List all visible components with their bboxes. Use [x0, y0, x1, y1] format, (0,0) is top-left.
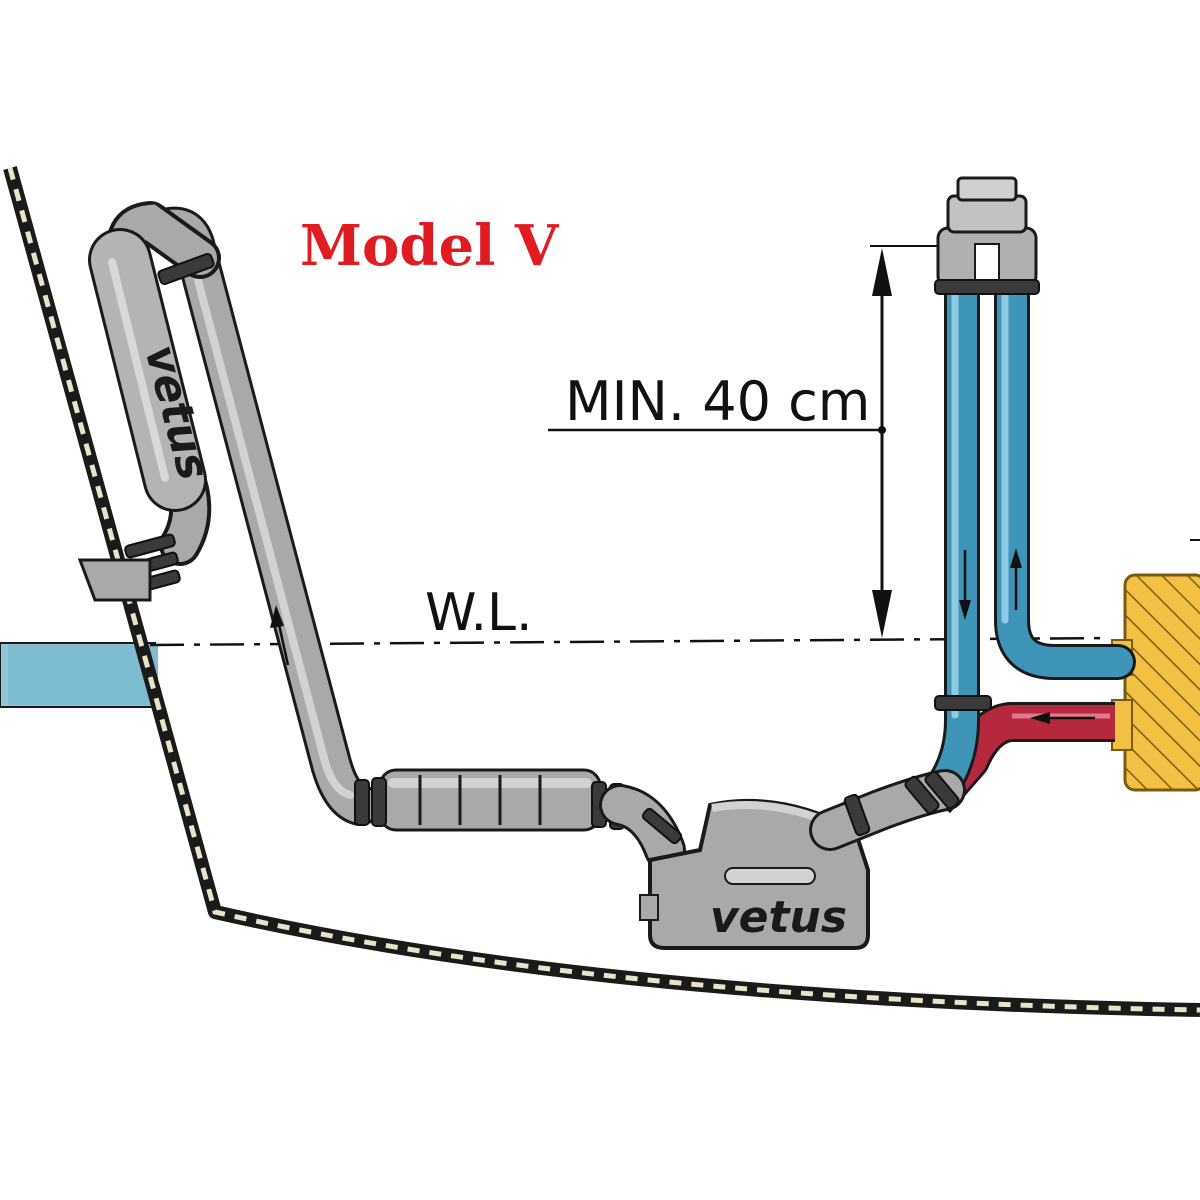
- muffler-brand-label: vetus: [710, 892, 847, 943]
- dimension-arrow-icon: [872, 248, 892, 638]
- waterline-label: W.L.: [425, 583, 532, 643]
- hull-fitting: [77, 558, 152, 602]
- min-height-label: MIN. 40 cm: [565, 370, 870, 433]
- flexible-hose: [354, 768, 625, 832]
- flow-arrow-down-icon: [959, 550, 971, 620]
- exhaust-outlet: [8, 645, 158, 705]
- flow-arrow-left-icon: [1030, 712, 1095, 724]
- vented-loop: [934, 176, 1040, 711]
- flow-arrow-up-icon: [1010, 548, 1022, 610]
- gooseneck-silencer: vetus: [88, 201, 221, 595]
- model-title: Model V: [300, 213, 560, 279]
- hull-inner: [7, 167, 1200, 1013]
- flow-arrow-up-icon: [270, 605, 290, 666]
